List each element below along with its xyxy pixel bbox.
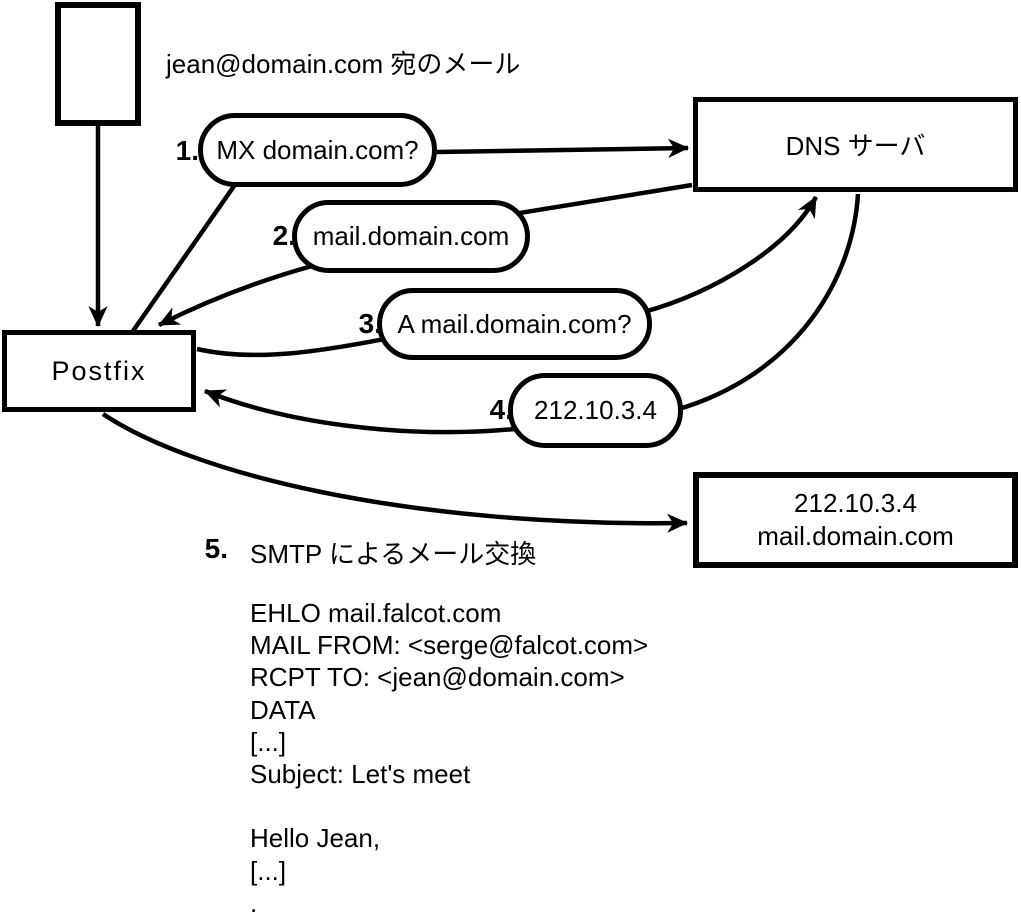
dns-server-label: DNS サーバ xyxy=(785,131,926,161)
smtp-line-hello: Hello Jean, xyxy=(250,823,381,854)
arrow-query1-to-dns xyxy=(436,138,690,158)
arrow-query3-to-dns xyxy=(643,195,818,315)
smtp-line-blank xyxy=(250,790,648,822)
smtp-line-mail-from: MAIL FROM: <serge@falcot.com> xyxy=(250,630,649,661)
smtp-session-block: EHLO mail.falcot.com MAIL FROM: <serge@f… xyxy=(250,597,648,919)
arrow-response4-to-postfix xyxy=(204,388,526,435)
line-query3-from-postfix xyxy=(196,333,401,358)
response-ip-label: 212.10.3.4 xyxy=(534,395,657,425)
smtp-exchange-label: SMTP によるメール交換 xyxy=(250,539,537,569)
line-response2-from-dns xyxy=(494,182,693,220)
smtp-line-data: DATA xyxy=(250,694,316,725)
response-mx-label: mail.domain.com xyxy=(312,221,510,251)
smtp-line-subject: Subject: Let's meet xyxy=(250,758,471,789)
query-mx-label: MX domain.com? xyxy=(216,134,419,165)
email-message-node xyxy=(55,2,141,126)
step-number-2: 2. xyxy=(272,220,296,251)
smtp-line-end-dot: . xyxy=(250,887,258,918)
mail-server-hostname: mail.domain.com xyxy=(757,521,954,551)
arrow-response2-to-postfix xyxy=(157,263,313,328)
query-a-record-pill: A mail.domain.com? xyxy=(377,288,652,360)
smtp-line-ehlo: EHLO mail.falcot.com xyxy=(250,598,502,628)
response-ip-pill: 212.10.3.4 xyxy=(508,373,683,448)
dns-server-node: DNS サーバ xyxy=(693,97,1018,192)
mail-server-node: 212.10.3.4 mail.domain.com xyxy=(693,472,1018,568)
arrow-smtp-to-mailserver xyxy=(101,412,689,533)
step-number-4: 4. xyxy=(489,394,513,425)
line-query1-from-postfix xyxy=(131,164,250,333)
step-number-3: 3. xyxy=(358,308,382,339)
smtp-line-rcpt-to: RCPT TO: <jean@domain.com> xyxy=(250,662,625,693)
smtp-line-ellipsis-2: [...] xyxy=(250,855,287,886)
query-a-record-label: A mail.domain.com? xyxy=(397,308,632,339)
response-mx-pill: mail.domain.com xyxy=(292,200,530,273)
line-response4-from-dns xyxy=(667,193,861,415)
query-mx-pill: MX domain.com? xyxy=(198,113,437,187)
mail-server-ip: 212.10.3.4 xyxy=(794,488,917,518)
postfix-node: Postfix xyxy=(2,330,196,412)
smtp-line-ellipsis-1: [...] xyxy=(250,726,287,757)
step-number-5: 5. xyxy=(204,533,228,564)
incoming-mail-label: jean@domain.com 宛のメール xyxy=(166,49,521,79)
step-number-1: 1. xyxy=(175,135,199,166)
postfix-label: Postfix xyxy=(51,355,147,386)
